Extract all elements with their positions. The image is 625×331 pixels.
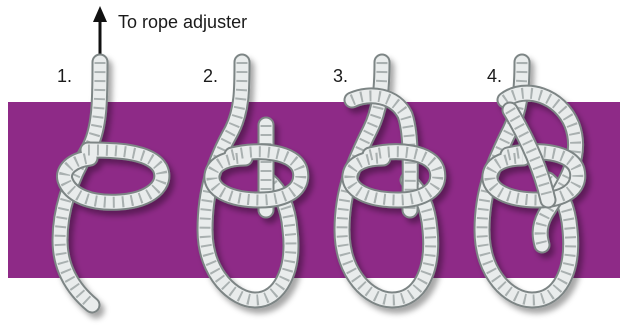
rope-adjuster-annotation: To rope adjuster bbox=[118, 12, 247, 33]
arrow-up-icon bbox=[93, 6, 107, 22]
step-label-4: 4. bbox=[487, 66, 502, 87]
step-label-3: 3. bbox=[333, 66, 348, 87]
step-label-1: 1. bbox=[57, 66, 72, 87]
step-label-2: 2. bbox=[203, 66, 218, 87]
